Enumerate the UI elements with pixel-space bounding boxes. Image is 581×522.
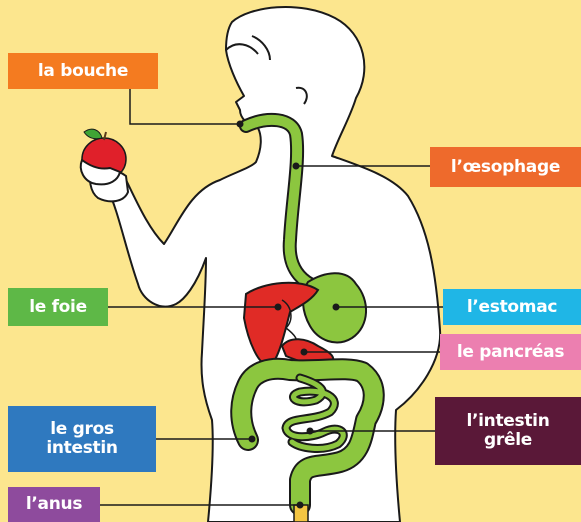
dot-bouche	[237, 121, 244, 128]
label-intestin-grele: l’intestin grêle	[435, 397, 581, 465]
label-pancreas: le pancréas	[440, 334, 581, 370]
dot-anus	[297, 502, 304, 509]
label-foie: le foie	[8, 288, 108, 326]
label-bouche: la bouche	[8, 53, 158, 89]
label-gros-intestin: le gros intestin	[8, 406, 156, 472]
label-oesophage: l’œsophage	[430, 147, 581, 187]
dot-foie	[275, 304, 282, 311]
dot-oesophage	[293, 163, 300, 170]
dot-pancreas	[301, 349, 308, 356]
label-estomac: l’estomac	[443, 289, 581, 325]
dot-estomac	[333, 304, 340, 311]
dot-gros	[249, 436, 256, 443]
dot-grele	[307, 428, 314, 435]
label-anus: l’anus	[8, 487, 100, 522]
connector-bouche	[130, 89, 240, 124]
